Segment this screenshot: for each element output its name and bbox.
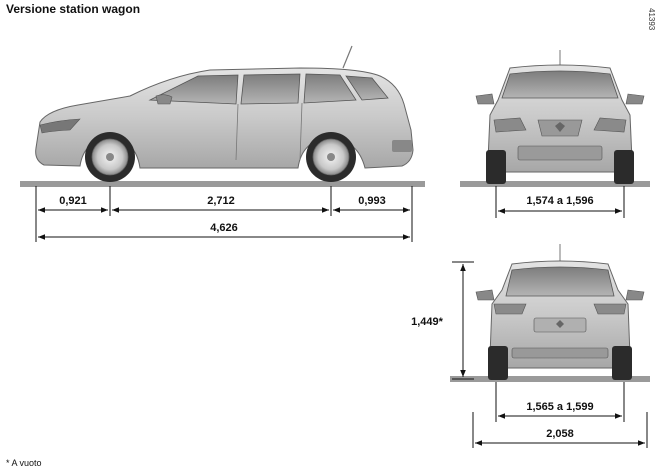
overall-width-label: 2,058	[546, 428, 574, 440]
antenna-icon	[342, 45, 353, 69]
brand-logo-icon	[555, 122, 565, 132]
brand-logo-icon	[556, 320, 564, 328]
page-title: Versione station wagon	[6, 2, 141, 16]
right-mirror-icon	[625, 289, 645, 301]
ground-line	[460, 181, 650, 187]
rear-track-label: 1,565 a 1,599	[526, 401, 593, 413]
left-mirror-icon	[475, 289, 495, 301]
ground-line	[450, 376, 650, 382]
left-mirror-icon	[475, 93, 495, 105]
rear-dimensions	[452, 261, 648, 448]
mirror-icon	[155, 94, 173, 105]
rear-view-car	[450, 244, 650, 382]
wheelbase-label: 2,712	[207, 195, 235, 207]
footnote: * A vuoto	[6, 458, 42, 468]
front-overhang-label: 0,921	[59, 195, 87, 207]
side-dimensions	[35, 186, 413, 242]
rear-overhang-label: 0,993	[358, 195, 386, 207]
height-label: 1,449*	[411, 316, 444, 328]
overall-length-label: 4,626	[210, 222, 238, 234]
side-view-car	[20, 45, 425, 187]
front-track-label: 1,574 a 1,596	[526, 195, 593, 207]
ground-line	[20, 181, 425, 187]
right-mirror-icon	[625, 93, 645, 105]
front-dimensions	[495, 186, 625, 218]
front-view-car	[460, 50, 650, 187]
